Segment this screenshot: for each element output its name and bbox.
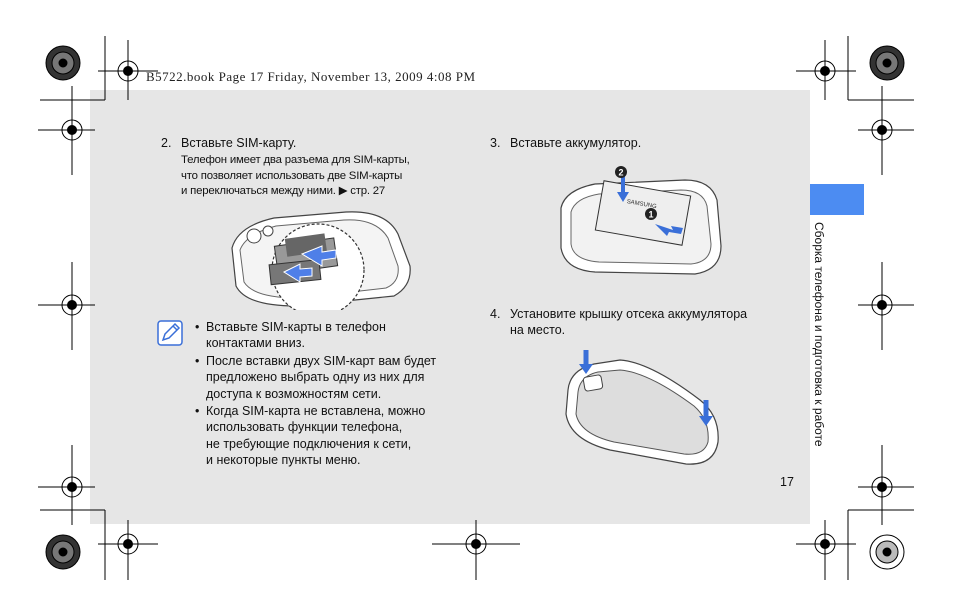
description-line: что позволяет использовать две SIM-карты: [181, 169, 403, 182]
chapter-label-text: Сборка телефона и подготовка к работе: [812, 222, 826, 447]
sim-insert-illustration: [231, 211, 411, 310]
description-line: Телефон имеет два разъема для SIM-карты,: [181, 154, 410, 166]
callout-2: 2: [618, 168, 623, 178]
chapter-label: Сборка телефона и подготовка к работе: [812, 222, 826, 447]
note-line: После вставки двух SIM-карт вам будет: [206, 353, 437, 368]
note-pencil-icon: [157, 320, 183, 346]
description-line: и переключаться между ними. ▶ стр. 27: [181, 185, 386, 197]
step-3-title: 3. Вставьте аккумулятор.: [490, 135, 641, 151]
note-line: доступа к возможностям сети.: [206, 386, 382, 401]
step-number: 4.: [490, 307, 501, 321]
note-line: не требующие подключения к сети,: [206, 436, 412, 451]
step-4-title: 4.Установите крышку отсека аккумулятора …: [490, 306, 747, 338]
step-2-title: 2. Вставьте SIM-карту.: [161, 135, 296, 151]
note-line: использовать функции телефона,: [206, 420, 403, 435]
step-title: Вставьте аккумулятор.: [510, 136, 642, 150]
step-title-line: на место.: [510, 323, 566, 337]
note-line: Вставьте SIM-карты в телефон: [206, 320, 386, 334]
note-item: Вставьте SIM-карты в телефон контактами …: [195, 319, 436, 352]
callout-1: 1: [648, 210, 653, 220]
note-line: предложено выбрать одну из них для: [206, 370, 425, 385]
battery-brand-label: SAMSUNG: [626, 199, 657, 210]
chapter-tab: [810, 184, 864, 215]
note-line: Когда SIM-карта не вставлена, можно: [206, 404, 426, 419]
step-title: Вставьте SIM-карту.: [181, 136, 297, 150]
running-header: B5722.book Page 17 Friday, November 13, …: [146, 69, 476, 84]
note-item: Когда SIM-карта не вставлена, можно испо…: [195, 403, 436, 469]
battery-insert-illustration: SAMSUNG 2 1: [560, 166, 722, 275]
step-2-description: Телефон имеет два разъема для SIM-карты,…: [181, 153, 410, 200]
cover-install-illustration: [565, 350, 719, 465]
note-item: После вставки двух SIM-карт вам будет пр…: [195, 353, 436, 402]
step-number: 2.: [161, 136, 172, 150]
note-line: и некоторые пункты меню.: [206, 453, 361, 468]
notes-list: Вставьте SIM-карты в телефон контактами …: [195, 319, 436, 470]
step-title-line: Установите крышку отсека аккумулятора: [510, 307, 748, 321]
note-line: контактами вниз.: [206, 336, 305, 351]
page-number: 17: [780, 475, 794, 489]
step-number: 3.: [490, 136, 501, 150]
